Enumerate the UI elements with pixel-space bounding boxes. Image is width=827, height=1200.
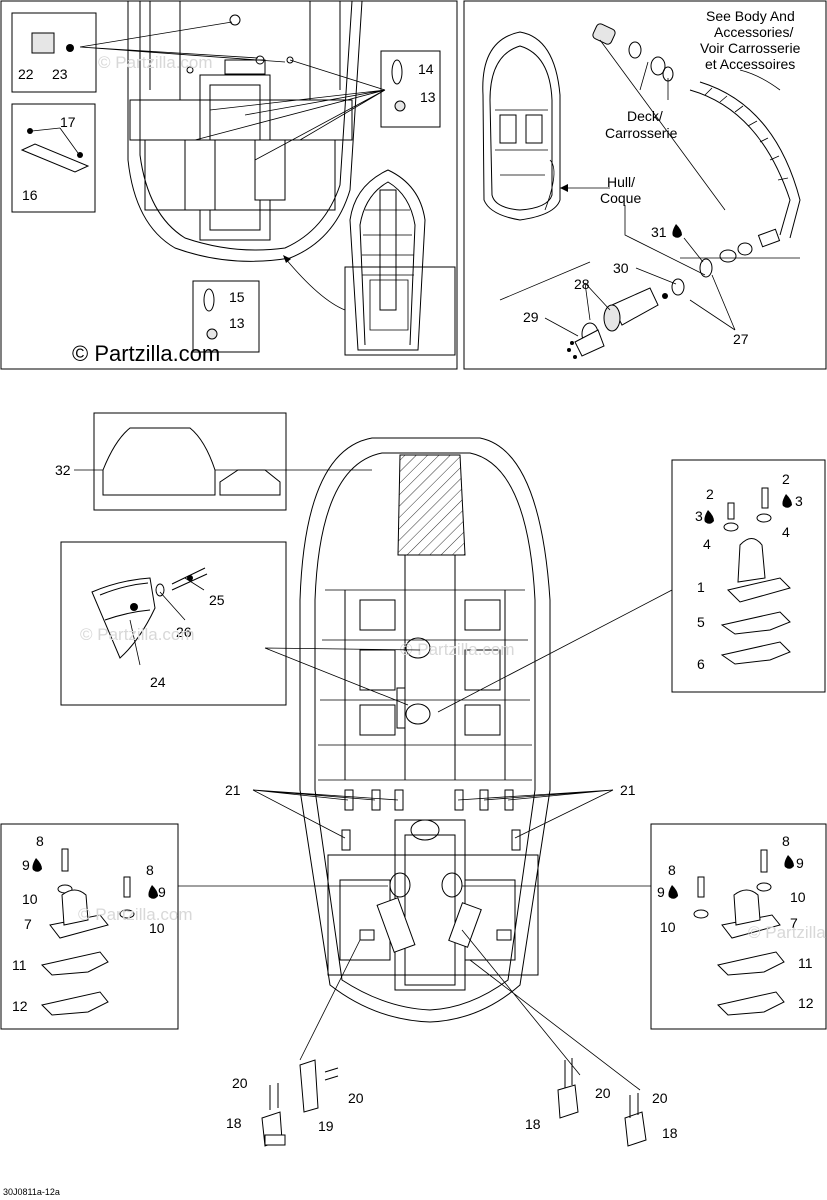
callout-10d: 10 [660, 919, 676, 935]
callout-8a: 8 [36, 833, 44, 849]
box-32: 32 [55, 412, 372, 511]
callout-14: 14 [418, 61, 434, 77]
callout-15: 15 [229, 289, 245, 305]
callout-6: 6 [697, 656, 705, 672]
callout-1: 1 [697, 579, 705, 595]
callout-18c: 18 [662, 1125, 678, 1141]
note-body-2: Accessories/ [714, 24, 793, 40]
callout-7a: 7 [24, 916, 32, 932]
watermark-5: © Partzilla.com [748, 923, 827, 942]
watermark-4: © Partzilla.com [78, 905, 193, 924]
note-deck-2: Carrosserie [605, 125, 678, 141]
callout-5: 5 [697, 614, 705, 630]
callout-17: 17 [60, 114, 76, 130]
callout-13a: 13 [420, 89, 436, 105]
callout-27: 27 [733, 331, 749, 347]
note-body-4: et Accessoires [705, 56, 795, 72]
note-body-3: Voir Carrosserie [700, 40, 801, 56]
box-24: 25 26 24 © Partzilla.com [60, 541, 421, 706]
note-hull-2: Coque [600, 190, 641, 206]
callout-20a: 20 [232, 1075, 248, 1091]
callout-4a: 4 [703, 536, 711, 552]
callout-2b: 2 [706, 486, 714, 502]
top-right-panel: See Body And Accessories/ Voir Carrosser… [463, 0, 827, 370]
callout-13b: 13 [229, 315, 245, 331]
box-engine-mount-right: 2 2 3 3 4 4 1 5 6 [437, 459, 826, 713]
watermark-3: © Partzilla.com [80, 625, 195, 644]
note-body-1: See Body And [706, 8, 795, 24]
callout-28: 28 [574, 276, 590, 292]
note-hull-1: Hull/ [607, 174, 635, 190]
box-engine-mount-right-rear: 8 9 10 8 9 10 7 11 12 © Partzilla.com [462, 823, 827, 1030]
callout-10b: 10 [149, 920, 165, 936]
callout-20b: 20 [348, 1090, 364, 1106]
brackets: 20 18 20 19 20 18 20 18 [226, 929, 678, 1147]
reference-code: 30J0811a-12a [3, 1187, 60, 1197]
callout-26: 26 [176, 624, 192, 640]
callout-12b: 12 [798, 995, 814, 1011]
callout-20c: 20 [595, 1085, 611, 1101]
callout-10c: 10 [790, 889, 806, 905]
callout-7b: 7 [790, 915, 798, 931]
callout-8c: 8 [782, 833, 790, 849]
watermark: © Partzilla.com [98, 53, 213, 72]
callout-3b: 3 [795, 493, 803, 509]
callout-9a: 9 [22, 857, 30, 873]
callout-29: 29 [523, 309, 539, 325]
callout-32: 32 [55, 462, 71, 478]
watermark-2: © Partzilla.com [400, 640, 515, 659]
callout-30: 30 [613, 260, 629, 276]
callout-18b: 18 [525, 1116, 541, 1132]
note-deck-1: Deck/ [627, 108, 663, 124]
callout-19: 19 [318, 1118, 334, 1134]
callout-23: 23 [52, 66, 68, 82]
callout-25: 25 [209, 592, 225, 608]
callout-20d: 20 [652, 1090, 668, 1106]
callout-21b: 21 [620, 782, 636, 798]
callout-10a: 10 [22, 891, 38, 907]
callout-9b: 9 [158, 884, 166, 900]
callout-11b: 11 [798, 955, 813, 971]
callout-9d: 9 [657, 884, 665, 900]
callout-4b: 4 [782, 524, 790, 540]
callout-3a: 3 [695, 508, 703, 524]
brand-label: © Partzilla.com [72, 341, 220, 366]
callout-9c: 9 [796, 855, 804, 871]
box-engine-mount-left: 8 9 10 8 9 10 7 11 12 © Partzilla.com [0, 823, 388, 1030]
callout-8b: 8 [146, 862, 154, 878]
callout-2a: 2 [782, 471, 790, 487]
callout-12a: 12 [12, 998, 28, 1014]
callout-11a: 11 [12, 957, 27, 973]
callout-18a: 18 [226, 1115, 242, 1131]
callout-24: 24 [150, 674, 166, 690]
callout-16: 16 [22, 187, 38, 203]
callout-21a: 21 [225, 782, 241, 798]
callout-8d: 8 [668, 862, 676, 878]
main-hull: 21 21 © Partzilla.com [225, 437, 636, 1023]
callout-22: 22 [18, 66, 34, 82]
callout-31: 31 [651, 224, 667, 240]
top-left-panel: 22 23 17 16 14 13 15 13 © Partzilla.com … [0, 0, 458, 370]
